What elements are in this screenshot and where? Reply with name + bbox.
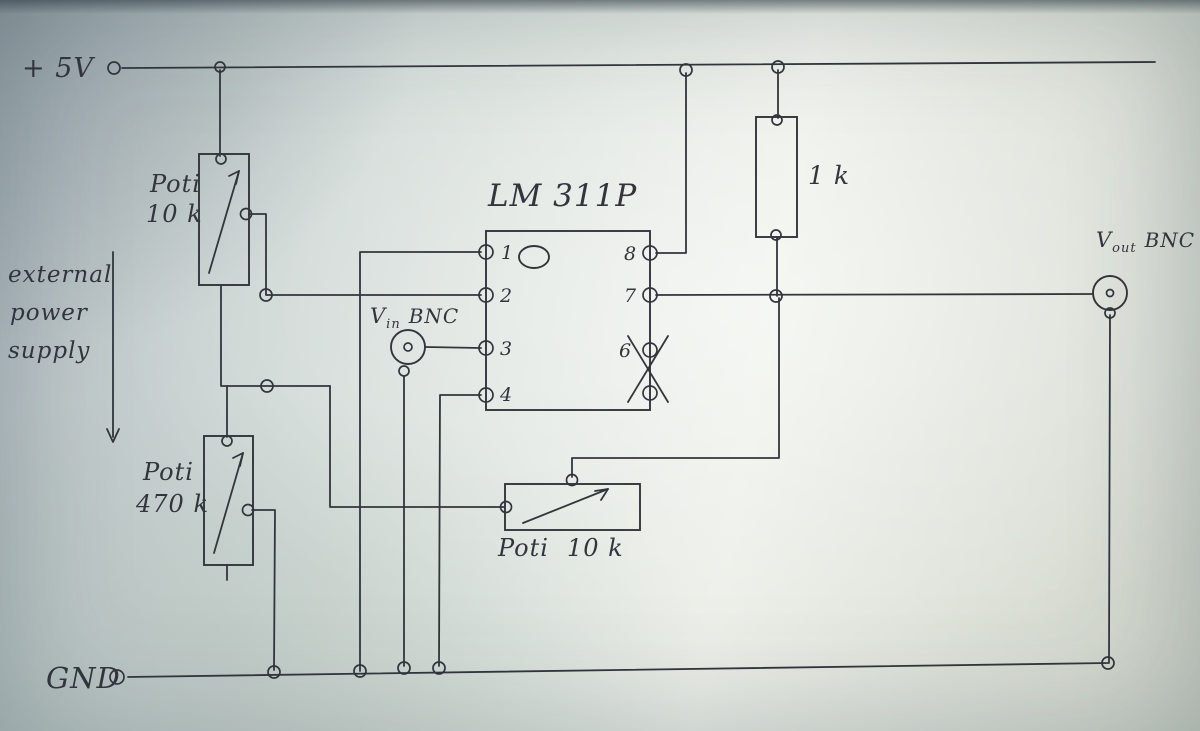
pin-2-circle [478, 287, 494, 303]
node-output [769, 289, 783, 303]
ic-notch [518, 245, 550, 269]
vin-bnc-center [403, 342, 413, 352]
vout-bnc-label: Vout BNC [1096, 228, 1195, 256]
vout-bnc-shield [1104, 307, 1116, 319]
pot-470k-terminal [221, 435, 233, 447]
external-note-line2: power [10, 300, 89, 326]
pin-3-label: 3 [500, 338, 512, 360]
pin-7-circle [642, 287, 658, 303]
pin-3-circle [478, 340, 494, 356]
vin-label-bnc: BNC [408, 304, 460, 328]
pot-10k-center-value: 10 k [567, 534, 624, 562]
pot-470k-value: 470 k [135, 490, 209, 518]
pot-10k-top-wiper [239, 207, 253, 221]
pot-10k-center-arrow [522, 488, 609, 524]
vout-label-sub: out [1112, 241, 1136, 256]
vout-bnc-connector: Vout BNC [1092, 228, 1195, 319]
rail-plus5v [107, 60, 1156, 77]
vout-bnc-outer [1092, 275, 1128, 311]
pot-470k-arrow [213, 452, 244, 554]
pin-8-circle [642, 245, 658, 261]
resistor-1k-label: 1 k [808, 161, 850, 190]
wire-pot470-wiper-gnd [251, 509, 276, 671]
rail-gnd [109, 656, 1115, 685]
pin-1-label: 1 [501, 242, 513, 264]
wire-pin4-gnd [438, 394, 482, 667]
pin-4-label: 4 [499, 384, 512, 406]
wire-pin7-vout [655, 293, 1094, 296]
pot-10k-top-terminal [215, 153, 227, 165]
pot-10k-center-name: Poti [497, 534, 549, 562]
pot-10k-top-value: 10 k [146, 200, 203, 228]
node-divider [260, 379, 274, 393]
pot-470k-name: Poti [142, 458, 194, 486]
wire-pin3-vin [425, 346, 482, 349]
resistor-1k-body [755, 116, 798, 238]
pot-10k-center: Poti 10 k [497, 473, 641, 562]
vout-label-v: V [1096, 228, 1113, 252]
terminal-gnd [109, 669, 125, 685]
wire-pin8-5v [655, 72, 687, 254]
pin-6-label: 6 [619, 340, 631, 362]
ic-lm311p: LM 311P 1 2 3 4 8 7 6 [478, 178, 669, 411]
external-note-line3: supply [8, 338, 90, 364]
gnd-label: GND [46, 661, 121, 695]
external-supply-note: external power supply [8, 251, 120, 443]
vin-bnc-connector: Vin BNC [370, 304, 459, 377]
vcc-label: + 5V [22, 53, 95, 84]
pot-10k-top: Poti 10 k [146, 153, 253, 286]
vin-bnc-shield [398, 365, 410, 377]
pot-10k-top-arrow [208, 170, 240, 274]
pot-10k-center-arrowhead [594, 488, 609, 501]
pin-2-label: 2 [499, 285, 512, 307]
pin-7-label: 7 [624, 285, 637, 307]
wire-5v-rail [121, 61, 1156, 69]
pot-470k-wiper [241, 503, 255, 517]
pot-10k-center-label: Poti 10 k [497, 534, 624, 562]
vin-bnc-outer [390, 329, 426, 365]
pin-1-circle [478, 244, 494, 260]
pot-10k-top-arrowhead [228, 170, 240, 185]
node-pin2 [259, 288, 273, 302]
pot-10k-center-wiper [565, 473, 579, 487]
terminal-5v [107, 61, 121, 75]
resistor-1k-top-terminal [771, 114, 783, 126]
pot-10k-center-terminal [499, 500, 513, 514]
wire-vout-gnd [1108, 314, 1111, 664]
pin-4-circle [478, 387, 494, 403]
wire-feedback [571, 297, 780, 478]
pot-10k-top-name: Poti [149, 170, 201, 198]
ic-title: LM 311P [487, 178, 637, 214]
vin-label-v: V [370, 304, 387, 328]
node-gnd-vout [1101, 656, 1115, 670]
vout-bnc-center [1105, 288, 1115, 298]
wire-wiper-to-pin2 [249, 213, 482, 296]
crossed-out-pins-mark [627, 335, 669, 403]
external-note-line1: external [8, 262, 112, 288]
wires [219, 69, 1111, 672]
wire-pin1-gnd [359, 251, 482, 672]
pot-470k: Poti 470 k [135, 435, 255, 566]
resistor-1k: 1 k [755, 114, 850, 241]
resistor-1k-bottom-terminal [770, 229, 782, 241]
ic-body [485, 230, 651, 411]
pin-5-circle [642, 385, 658, 401]
pin-6-circle [642, 342, 658, 358]
pin-8-label: 8 [624, 243, 636, 265]
vout-label-bnc: BNC [1144, 228, 1196, 252]
vin-bnc-label: Vin BNC [370, 304, 459, 332]
wire-gnd-rail [127, 662, 1109, 678]
vin-label-sub: in [386, 317, 401, 332]
external-note-arrowhead [106, 428, 120, 443]
pot-10k-center-body [504, 483, 641, 531]
wire-pottop-bottom [220, 284, 331, 387]
pot-470k-arrowhead [232, 452, 244, 467]
wire-to-center-pot [329, 385, 505, 508]
